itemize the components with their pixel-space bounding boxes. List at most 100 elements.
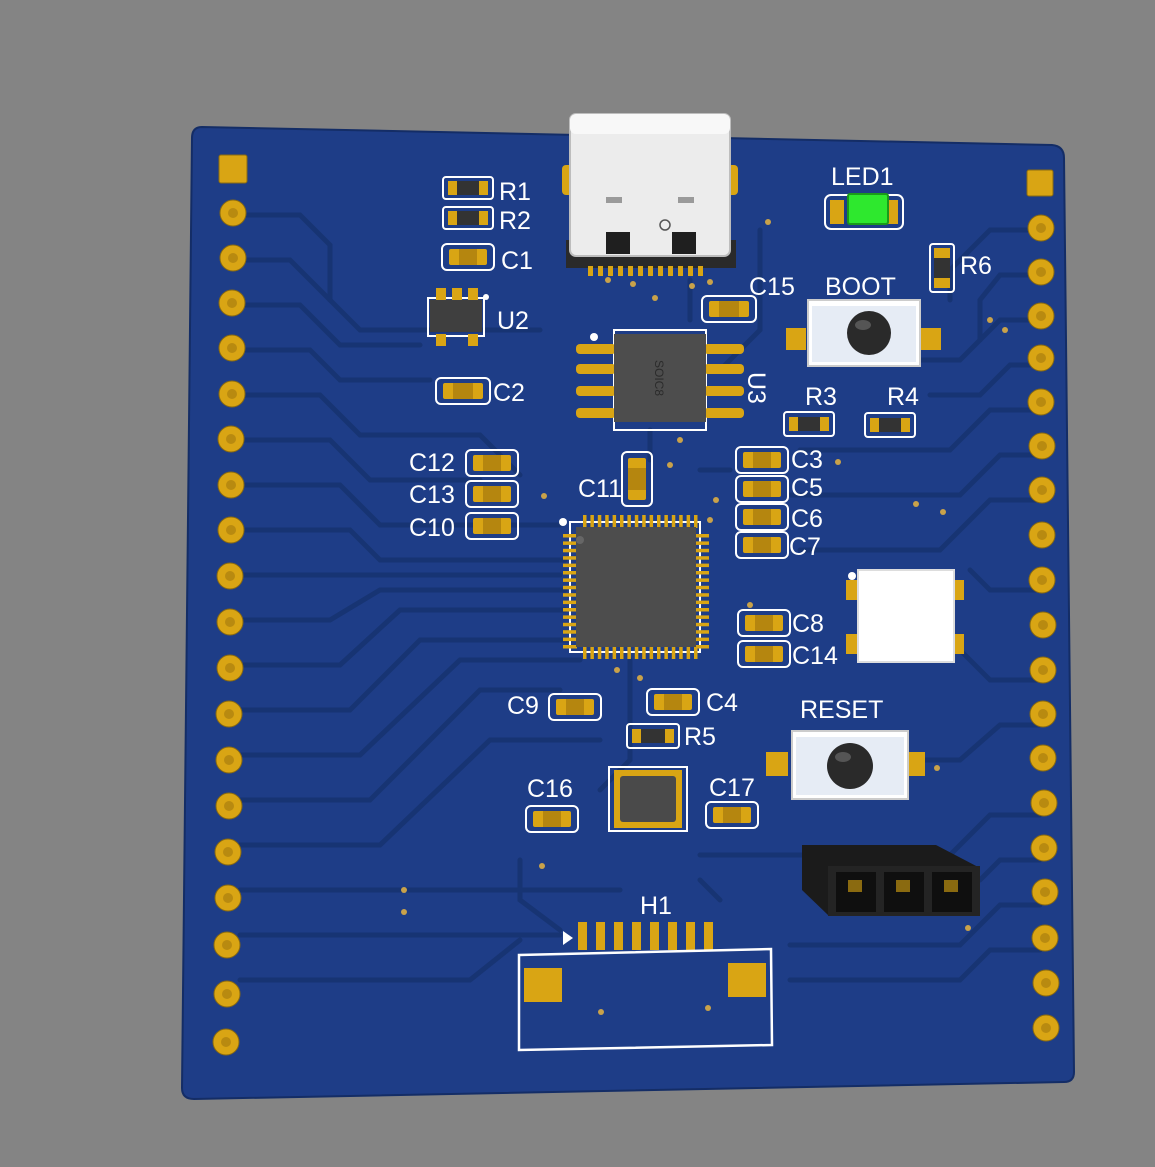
capacitor-c13 (465, 480, 519, 508)
resistor-r1 (442, 176, 494, 200)
qfp-pin (657, 646, 661, 659)
qfp-pin (671, 646, 676, 659)
qfp-pin (664, 646, 668, 659)
qfp-pin (620, 646, 624, 659)
fpc-connector-h1 (517, 922, 774, 1052)
qfp-pin (695, 645, 709, 649)
qfp-pin (597, 646, 602, 659)
label-boot: BOOT (825, 273, 896, 301)
label-h1: H1 (640, 892, 672, 920)
label-c17: C17 (709, 774, 755, 802)
capacitor-c11 (621, 451, 653, 507)
qfp-pin (694, 515, 698, 528)
reset-button[interactable] (766, 730, 925, 800)
qfp-pin (605, 515, 609, 528)
label-c9: C9 (507, 692, 539, 720)
capacitor-c8 (737, 609, 791, 637)
qfp-pin (695, 593, 709, 597)
qfp-pin (694, 646, 698, 659)
label-c1: C1 (501, 247, 533, 275)
label-c7: C7 (789, 533, 821, 561)
small-crystal (608, 766, 688, 832)
capacitor-c6 (735, 503, 789, 531)
qfp-pin (657, 515, 661, 528)
qfp-pin (627, 515, 631, 528)
label-led1: LED1 (831, 163, 894, 191)
qfp-pin (642, 515, 646, 528)
label-c3: C3 (791, 446, 823, 474)
capacitor-c15 (701, 295, 757, 323)
capacitor-c16 (525, 805, 579, 833)
regulator-u2 (427, 288, 489, 346)
qfp-pin (695, 571, 709, 575)
qfp-pin (695, 556, 709, 560)
qfp-pin (664, 515, 668, 528)
label-c15: C15 (749, 273, 795, 301)
label-r6: R6 (960, 252, 992, 280)
qfp-pin (563, 548, 577, 553)
qfp-pin (563, 608, 577, 612)
label-r1: R1 (499, 178, 531, 206)
label-c11: C11 (578, 475, 622, 503)
qfp-pin (597, 515, 602, 528)
label-c5: C5 (791, 474, 823, 502)
capacitor-c7 (735, 531, 789, 559)
capacitor-c1 (441, 243, 495, 271)
capacitor-c4 (646, 688, 700, 716)
qfp-pin (642, 646, 646, 659)
qfp-pin (695, 563, 709, 568)
capacitor-c17 (705, 801, 759, 829)
capacitor-c9 (548, 693, 602, 721)
label-r2: R2 (499, 207, 531, 235)
qfp-pin (695, 637, 709, 642)
label-c14: C14 (792, 642, 838, 670)
label-c16: C16 (527, 775, 573, 803)
qfp-pin (563, 593, 577, 597)
qfp-pin (649, 515, 654, 528)
vias (401, 219, 1008, 1015)
qfp-pin (563, 600, 577, 605)
qfp-pin (679, 515, 683, 528)
crystal-oscillator (846, 569, 964, 663)
label-reset: RESET (800, 696, 883, 724)
qfp-pin (563, 645, 577, 649)
resistor-r5 (626, 723, 680, 749)
capacitor-c12 (465, 449, 519, 477)
qfp-pin (695, 548, 709, 553)
capacitor-c10 (465, 512, 519, 540)
qfp-chip-icon (559, 515, 709, 659)
qfp-pin (634, 646, 639, 659)
qfp-pin (695, 615, 709, 619)
qfp-pin (695, 585, 709, 590)
capacitor-c14 (737, 640, 791, 668)
usb-c-connector-icon (562, 113, 738, 276)
qfp-pin (563, 541, 577, 545)
label-c13: C13 (409, 481, 455, 509)
green-led-icon (824, 193, 904, 230)
label-r4: R4 (887, 383, 919, 411)
right-pin-row (1026, 169, 1060, 1042)
label-c12: C12 (409, 449, 455, 477)
qfp-pin (563, 622, 577, 627)
qfp-pin (563, 637, 577, 642)
capacitor-c5 (735, 475, 789, 503)
resistor-r6 (929, 243, 955, 293)
qfp-pin (563, 615, 577, 619)
qfp-pin (612, 646, 617, 659)
qfp-pin (563, 630, 577, 634)
qfp-pin (695, 630, 709, 634)
qfp-pin (695, 578, 709, 582)
resistor-r2 (442, 206, 494, 230)
pin-header-3 (802, 845, 980, 916)
right-pin-holes (1036, 223, 1051, 1033)
label-u2: U2 (497, 307, 529, 335)
qfp-pin (695, 541, 709, 545)
qfp-pin (686, 646, 691, 659)
label-c2: C2 (493, 379, 525, 407)
capacitor-c2 (435, 377, 491, 405)
label-c10: C10 (409, 514, 455, 542)
qfp-pin (695, 622, 709, 627)
qfp-pin (679, 646, 683, 659)
label-c4: C4 (706, 689, 738, 717)
boot-button[interactable] (786, 299, 941, 367)
